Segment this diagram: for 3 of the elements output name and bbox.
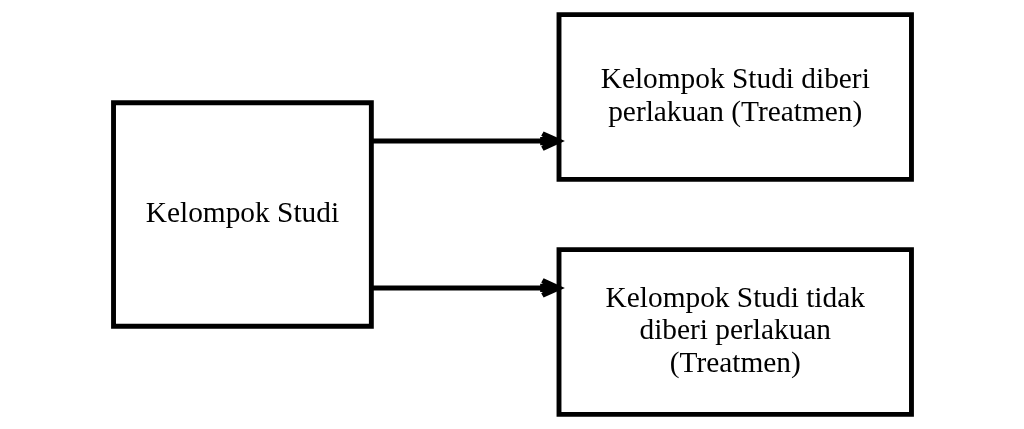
node-box: Kelompok Studi	[110, 100, 374, 329]
node-box: Kelompok Studi tidak diberi perlakuan (Treatmen)	[556, 247, 914, 417]
node-box: Kelompok Studi diberi perlakuan (Treatmen)	[556, 12, 914, 182]
